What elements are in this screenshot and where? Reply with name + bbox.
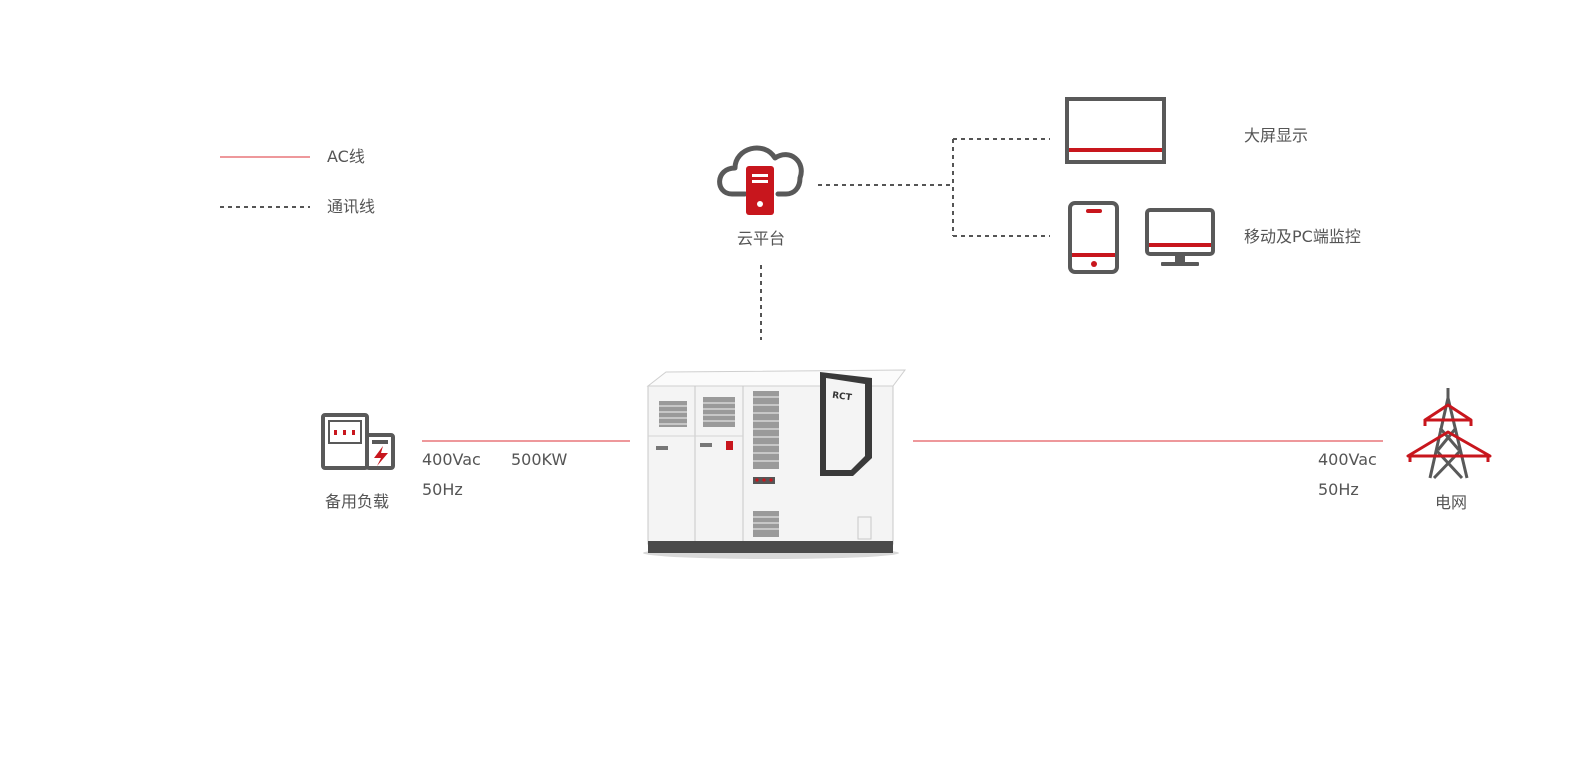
load-power-label: 500KW	[511, 450, 568, 469]
grid-voltage-label: 400Vac	[1318, 450, 1377, 469]
comm-lines	[760, 138, 1050, 340]
legend-ac-label: AC线	[327, 147, 365, 166]
load-frequency-label: 50Hz	[422, 480, 463, 499]
grid-frequency-label: 50Hz	[1318, 480, 1359, 499]
backup-load-label: 备用负载	[325, 492, 390, 511]
pc-monitor-icon	[1145, 208, 1215, 266]
legend-comm-label: 通讯线	[327, 197, 376, 216]
cloud-platform-label: 云平台	[737, 229, 786, 248]
load-voltage-label: 400Vac	[422, 450, 481, 469]
cloud-server-icon	[717, 145, 804, 215]
big-screen-icon	[1065, 97, 1166, 164]
energy-storage-cabinet	[643, 369, 907, 559]
mobile-pc-label: 移动及PC端监控	[1244, 227, 1361, 246]
power-tower-icon	[1406, 388, 1492, 480]
mobile-phone-icon	[1068, 201, 1119, 274]
backup-load-icon	[321, 413, 395, 470]
big-screen-label: 大屏显示	[1244, 126, 1309, 145]
grid-label: 电网	[1435, 493, 1468, 512]
